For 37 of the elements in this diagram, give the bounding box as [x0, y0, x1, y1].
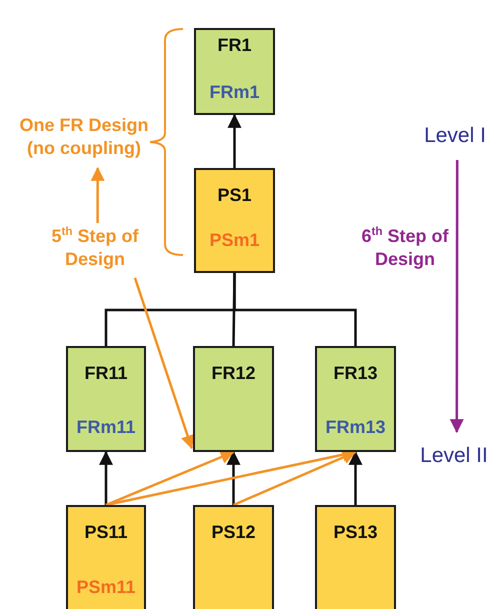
- arrow: [348, 450, 362, 505]
- requirement-box: [315, 346, 396, 452]
- solution-box: [194, 168, 275, 273]
- requirement-box: [66, 346, 146, 452]
- connector-line: [232, 272, 236, 346]
- module-label: FRm1: [208, 80, 260, 102]
- requirement-box: [193, 346, 274, 452]
- level-text: Level II: [419, 444, 489, 467]
- step-text: 6$^{th}$ Step of Design: [360, 225, 450, 271]
- requirement-box: [194, 28, 275, 115]
- level-text: Level I: [423, 124, 487, 147]
- module-label: PSm1: [208, 228, 261, 250]
- box-title: PS1: [216, 184, 253, 206]
- arrow: [228, 114, 242, 168]
- module-label: FRm11: [75, 416, 137, 438]
- arrow: [226, 450, 240, 505]
- arrow: [106, 450, 235, 506]
- arrow: [233, 450, 357, 506]
- step-text: 5$^{th}$ Step of Design: [50, 225, 140, 271]
- arrow: [90, 166, 105, 223]
- box-title: FR11: [83, 362, 129, 384]
- solution-box: [66, 505, 146, 609]
- solution-box: [315, 505, 396, 609]
- box-title: PS11: [83, 520, 129, 542]
- arrow: [134, 277, 194, 450]
- box-title: FR12: [210, 362, 256, 384]
- arrow: [450, 160, 464, 434]
- box-title: FR1: [216, 34, 252, 56]
- box-title: FR13: [332, 362, 378, 384]
- solution-box: [193, 505, 274, 609]
- connector-line: [233, 273, 357, 346]
- arrow: [99, 450, 113, 505]
- module-label: PSm11: [75, 576, 137, 598]
- module-label: FRm13: [324, 416, 387, 438]
- annotation-text: One FR Design (no coupling): [18, 114, 150, 160]
- box-title: PS13: [332, 520, 379, 542]
- box-title: PS12: [210, 520, 257, 542]
